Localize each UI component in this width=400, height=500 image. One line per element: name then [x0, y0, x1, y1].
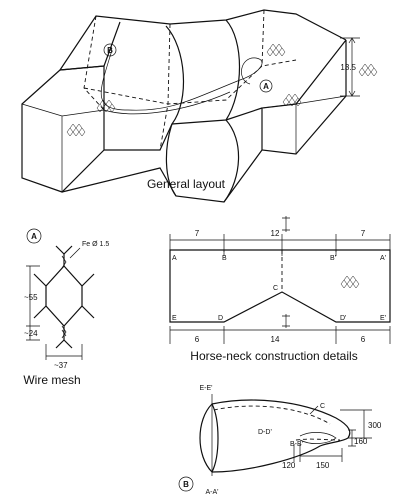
mesh-hatch-top-right: [266, 43, 286, 57]
point-a: A: [172, 255, 177, 262]
dim-150: 150: [316, 461, 330, 470]
point-b: B: [222, 255, 227, 262]
mesh-symbol-small: [358, 63, 378, 77]
callout-b-label: B: [107, 46, 113, 55]
top-dim-2: 12: [271, 229, 280, 238]
point-a1: A': [380, 255, 386, 262]
label-bb: B-B': [290, 441, 303, 448]
wire-mesh-caption: Wire mesh: [23, 373, 80, 387]
point-d: D: [218, 315, 223, 322]
point-b1: B': [330, 255, 336, 262]
wire-mesh-callout-circle: [26, 228, 42, 244]
mesh-width-dim: ~37: [54, 361, 68, 370]
mesh-twist-dim: ~24: [24, 329, 38, 338]
horse-neck-caption: Horse-neck construction details: [190, 349, 357, 363]
horse-neck-detail: 7 12 7 A B B' A' C E D D' E' 6 14 6: [169, 216, 391, 344]
dim-120: 120: [282, 461, 296, 470]
callout-b-circle: [103, 43, 117, 57]
sheet-mesh-hatch: [340, 275, 360, 289]
point-e: E: [172, 315, 177, 322]
bottom-dim-1: 6: [195, 335, 200, 344]
callout-a-circle: [259, 79, 273, 93]
bottom-dim-3: 6: [361, 335, 366, 344]
callout-a-label: A: [263, 82, 269, 91]
top-dim-1: 7: [195, 229, 200, 238]
dim-160: 160: [354, 437, 368, 446]
height-dimension: 13.5: [340, 63, 356, 72]
mesh-hatch-left: [66, 123, 86, 137]
point-d1: D': [340, 315, 346, 322]
general-layout-caption: General layout: [147, 177, 226, 191]
label-ee: E-E': [199, 385, 212, 392]
wire-spec-label: Fe Ø 1.5: [82, 241, 109, 248]
wire-mesh-detail: A Fe Ø 1.5 ~55 ~24 ~37: [24, 228, 109, 370]
point-e1: E': [380, 315, 386, 322]
label-c: C: [320, 403, 325, 410]
general-layout-sketch: B A 13.5: [21, 9, 378, 203]
mesh-hatch-neck: [96, 99, 116, 113]
label-aa: A-A': [205, 489, 218, 496]
label-dd: D-D': [258, 429, 272, 436]
dim-300: 300: [368, 421, 382, 430]
top-dim-3: 7: [361, 229, 366, 238]
mesh-height-dim: ~55: [24, 293, 38, 302]
point-c: C: [273, 285, 278, 292]
bottom-dim-2: 14: [271, 335, 280, 344]
section-b-detail: E-E' A-A' C D-D' B-B' 300 160 120 150 B: [178, 385, 382, 496]
section-b-callout-circle: [178, 476, 194, 492]
section-b-callout-label: B: [183, 480, 189, 489]
wire-mesh-callout-label: A: [31, 232, 37, 241]
